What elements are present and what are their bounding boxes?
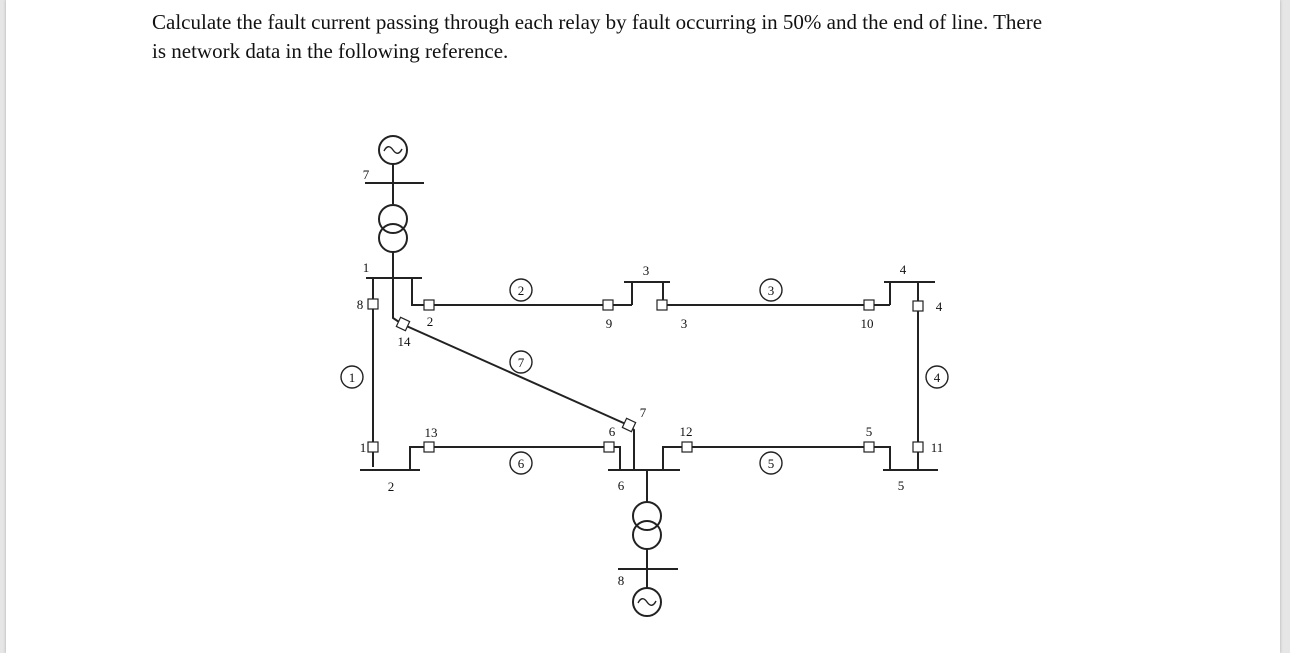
svg-text:3: 3: [768, 283, 775, 298]
relay-14-label: 14: [398, 334, 412, 349]
bus-4-label: 4: [900, 262, 907, 277]
relay-10-label: 10: [861, 316, 874, 331]
bus-3-label: 3: [643, 263, 650, 278]
question-line-2: is network data in the following referen…: [152, 39, 509, 63]
relay-4-box: [912, 300, 924, 312]
relay-5-label: 5: [866, 424, 873, 439]
relay-6-label: 6: [609, 424, 616, 439]
relay-14-box: [395, 316, 411, 332]
svg-text:5: 5: [768, 456, 775, 471]
relay-8-label: 8: [357, 297, 364, 312]
relay-13-box: [423, 441, 435, 453]
bus-7-label: 7: [363, 167, 370, 182]
bus-2-label: 2: [388, 479, 395, 494]
relay-2-box: [423, 299, 435, 311]
relay-6-box: [603, 441, 615, 453]
line-3-conductor: [662, 282, 870, 306]
line-3-marker: 3: [759, 278, 783, 302]
relay-3-label: 3: [681, 316, 688, 331]
relay-7-label: 7: [640, 405, 647, 420]
relay-9-box: [602, 299, 614, 311]
transformer-top: [378, 204, 408, 253]
relay-1-label: 1: [360, 440, 367, 455]
question-line-1: Calculate the fault current passing thro…: [152, 10, 1043, 34]
generator-bottom: [632, 587, 662, 617]
svg-text:2: 2: [518, 283, 525, 298]
line-7-conductor: [392, 278, 629, 426]
line-6-marker: 6: [509, 451, 533, 475]
page: [6, 0, 1280, 653]
bus-5-label: 5: [898, 478, 905, 493]
bus-1-label: 1: [363, 260, 370, 275]
question-text: Calculate the fault current passing thro…: [152, 8, 1152, 66]
svg-text:6: 6: [518, 456, 525, 471]
relay-4-label: 4: [936, 299, 943, 314]
svg-text:1: 1: [349, 370, 356, 385]
relay-13-label: 13: [425, 425, 438, 440]
line-1-marker: 1: [340, 365, 364, 389]
bus-6-label: 6: [618, 478, 625, 493]
relay-5-box: [863, 441, 875, 453]
relay-2-label: 2: [427, 314, 434, 329]
relay-10-box: [863, 299, 875, 311]
line-6-conductor: [430, 446, 621, 470]
line-2-conductor: [411, 278, 608, 306]
relay-9-label: 9: [606, 316, 613, 331]
line-5-marker: 5: [759, 451, 783, 475]
line-2-marker: 2: [509, 278, 533, 302]
relay-12-box: [681, 441, 693, 453]
transformer-bottom: [632, 501, 662, 550]
line-7-marker: 7: [509, 350, 533, 374]
line-4-marker: 4: [925, 365, 949, 389]
relay-11-box: [912, 441, 924, 453]
relay-1-box: [367, 441, 379, 453]
relay-11-label: 11: [931, 440, 944, 455]
bus-8-label: 8: [618, 573, 625, 588]
relay-8-box: [367, 298, 379, 310]
relay-3-box: [656, 299, 668, 311]
svg-text:4: 4: [934, 370, 941, 385]
relay-12-label: 12: [680, 424, 693, 439]
relay-7-box: [621, 417, 637, 433]
generator-top: [378, 135, 408, 165]
svg-text:7: 7: [518, 355, 525, 370]
